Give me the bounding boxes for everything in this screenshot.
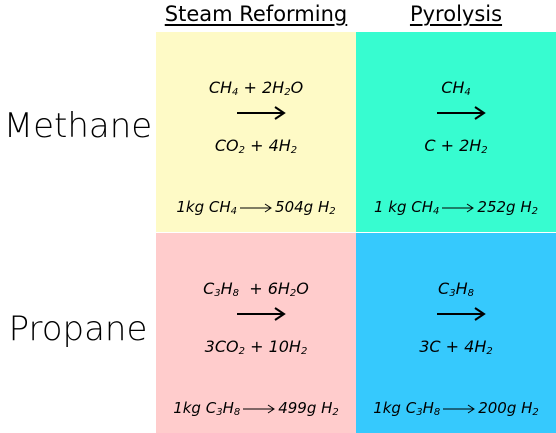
reaction-reactants: CH4 + 2H2O — [208, 78, 304, 98]
reaction-products: 3C + 4H2 — [419, 337, 493, 357]
reaction-arrow-icon — [237, 106, 286, 120]
reaction-arrow-icon — [437, 307, 486, 321]
column-header-pyrolysis: Pyrolysis — [409, 2, 503, 26]
yield-arrow-icon — [240, 203, 272, 212]
row-header-propane: Propane — [8, 309, 148, 349]
column-header-steam-reforming: Steam Reforming — [164, 2, 348, 26]
reaction-reactants: C3H8 — [438, 279, 474, 299]
row-header-methane: Methane — [3, 106, 153, 146]
reaction-arrow-icon — [237, 307, 286, 321]
reaction-reactants: C3H8 + 6H2O — [203, 279, 309, 299]
reaction-reactants: CH4 — [441, 78, 471, 98]
reaction-arrow-icon — [437, 106, 486, 120]
yield-arrow-icon — [443, 404, 476, 413]
reaction-products: CO2 + 4H2 — [214, 136, 298, 156]
reaction-products: C + 2H2 — [424, 136, 488, 156]
yield-arrow-icon — [243, 404, 276, 413]
yield-arrow-icon — [442, 203, 475, 212]
reaction-products: 3CO2 + 10H2 — [204, 337, 308, 357]
